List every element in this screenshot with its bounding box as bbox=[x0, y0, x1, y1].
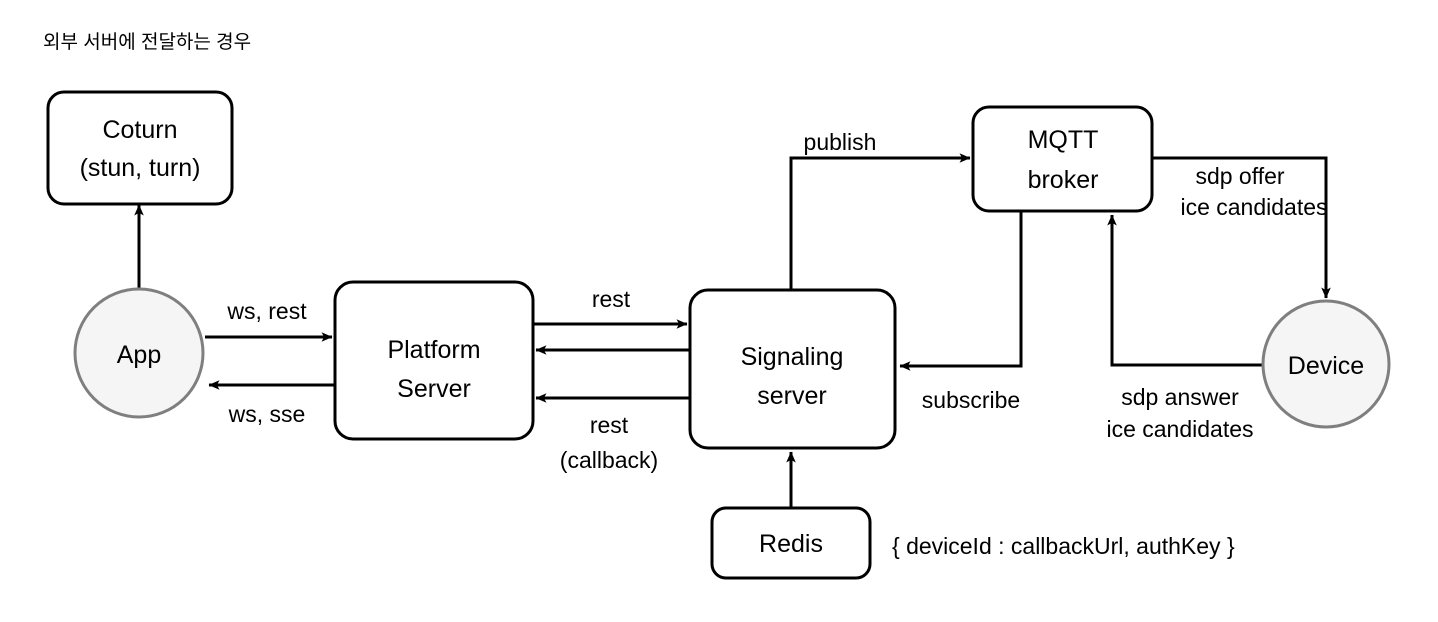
redis-label: Redis bbox=[759, 530, 823, 558]
edge-label-ws-rest: ws, rest bbox=[226, 298, 307, 324]
edge-label-sdp-offer-line2: ice candidates bbox=[1180, 194, 1327, 220]
node-signaling-server[interactable]: Signaling server bbox=[688, 288, 897, 450]
edge-device-to-mqtt bbox=[1107, 214, 1263, 367]
signaling-server-label-line2: server bbox=[757, 382, 826, 410]
platform-server-label-line2: Server bbox=[397, 375, 471, 403]
coturn-box[interactable] bbox=[46, 90, 234, 206]
app-circle[interactable] bbox=[73, 287, 205, 419]
node-mqtt-broker[interactable]: MQTT broker bbox=[971, 105, 1154, 213]
mqtt-broker-label-line1: MQTT bbox=[1028, 126, 1099, 154]
node-device[interactable]: Device bbox=[1261, 299, 1391, 429]
signaling-server-label-line1: Signaling bbox=[741, 343, 844, 371]
mqtt-broker-box[interactable] bbox=[971, 105, 1154, 213]
platform-server-box[interactable] bbox=[333, 280, 535, 441]
page-title: 외부 서버에 전달하는 경우 bbox=[43, 31, 251, 53]
edge-mqtt-to-device bbox=[1152, 156, 1331, 299]
edge-label-ws-sse: ws, sse bbox=[228, 401, 306, 427]
edge-label-sdp-offer-line1: sdp offer bbox=[1195, 163, 1284, 189]
note-redis-schema: { deviceId : callbackUrl, authKey } bbox=[892, 533, 1235, 559]
node-coturn[interactable]: Coturn (stun, turn) bbox=[46, 90, 234, 206]
app-label: App bbox=[117, 341, 161, 369]
node-app[interactable]: App bbox=[73, 287, 205, 419]
edge-label-rest-callback-line1: rest bbox=[590, 412, 629, 438]
edge-label-rest-callback-line2: (callback) bbox=[560, 447, 658, 473]
coturn-label-line2: (stun, turn) bbox=[80, 154, 201, 182]
edge-label-sdp-answer-line1: sdp answer bbox=[1121, 384, 1239, 410]
device-circle[interactable] bbox=[1261, 299, 1391, 429]
redis-box[interactable] bbox=[710, 506, 872, 580]
edge-label-rest: rest bbox=[592, 286, 631, 312]
edge-label-sdp-answer-line2: ice candidates bbox=[1106, 416, 1253, 442]
signaling-server-box[interactable] bbox=[688, 288, 897, 450]
mqtt-broker-label-line2: broker bbox=[1028, 166, 1099, 194]
edge-label-subscribe: subscribe bbox=[922, 387, 1020, 413]
edge-signaling-publish-to-mqtt bbox=[789, 153, 971, 290]
coturn-label-line1: Coturn bbox=[102, 116, 177, 144]
node-platform-server[interactable]: Platform Server bbox=[333, 280, 535, 441]
edge-mqtt-subscribe-to-signaling bbox=[899, 210, 1023, 371]
platform-server-label-line1: Platform bbox=[387, 336, 480, 364]
node-redis[interactable]: Redis bbox=[710, 506, 872, 580]
edge-label-publish: publish bbox=[804, 129, 877, 155]
device-label: Device bbox=[1288, 352, 1364, 380]
